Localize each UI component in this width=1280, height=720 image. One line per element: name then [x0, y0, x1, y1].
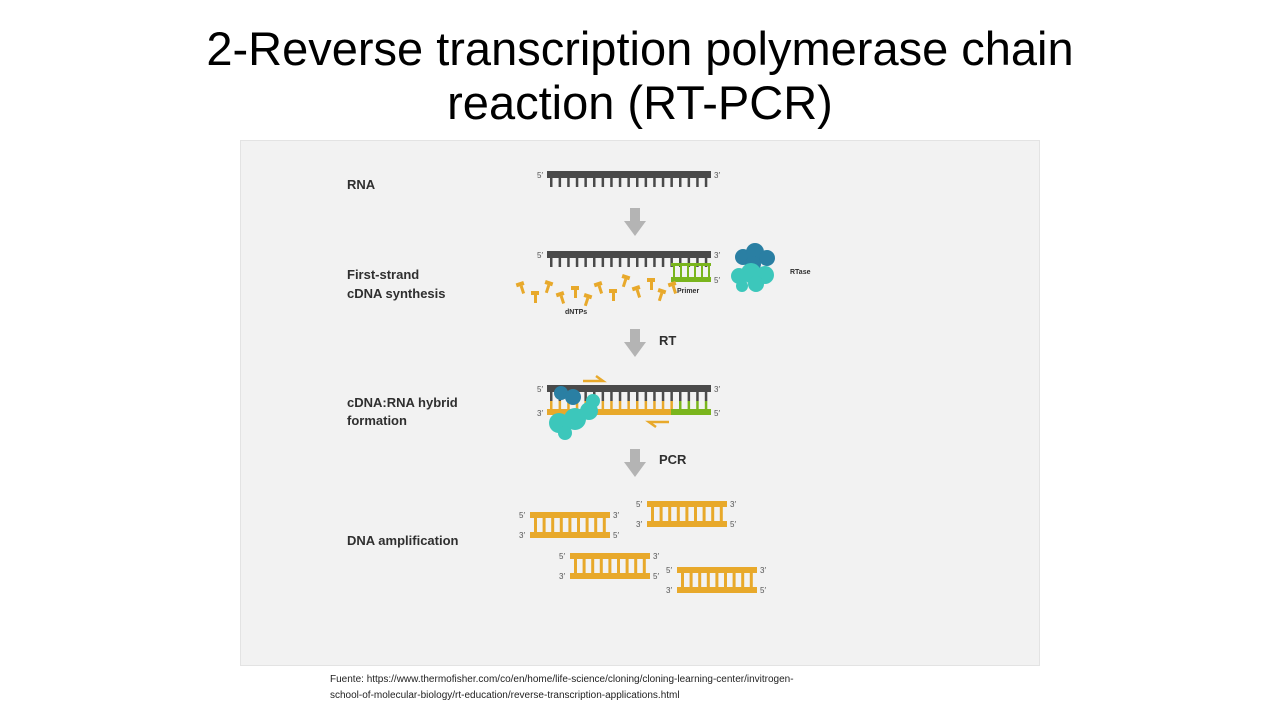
step-label-hybrid-2: formation	[347, 413, 407, 428]
dna-end-label: 5′	[666, 566, 672, 575]
dna-end-label: 3′	[760, 566, 766, 575]
dna-end-label: 5′	[636, 500, 642, 509]
dntp-icon	[609, 289, 617, 301]
slide-title: 2-Reverse transcription polymerase chain…	[0, 22, 1280, 130]
dna-end-label: 5′	[559, 552, 565, 561]
dntp-icon	[621, 274, 631, 288]
rt-pcr-diagram: RNA First-strand cDNA synthesis cDNA:RNA…	[347, 171, 811, 595]
hybrid-3prime-bottom: 3′	[537, 409, 543, 418]
step-label-first-strand-2: cDNA synthesis	[347, 286, 446, 301]
down-arrow-icon	[624, 208, 646, 236]
rna-strand	[547, 171, 711, 187]
rna-5prime-label: 5′	[537, 171, 543, 180]
dntp-icon	[555, 291, 566, 304]
dna-copies-group	[530, 501, 757, 593]
dna-end-label: 3′	[666, 586, 672, 595]
step-label-hybrid-1: cDNA:RNA hybrid	[347, 395, 458, 410]
dntp-icon	[667, 281, 678, 294]
title-line-2: reaction (RT-PCR)	[447, 76, 833, 129]
dna-end-label: 5′	[613, 531, 619, 540]
primer-label: Primer	[677, 288, 699, 295]
step-label-amplification: DNA amplification	[347, 533, 459, 548]
dntp-icon	[515, 281, 526, 294]
rna-strand-step2	[547, 251, 711, 267]
dntp-icon	[571, 286, 579, 298]
hybrid-5prime-bottom: 5′	[714, 409, 720, 418]
dntp-icon	[647, 278, 655, 290]
source-line-1: Fuente: https://www.thermofisher.com/co/…	[330, 674, 794, 685]
source-line-2: school-of-molecular-biology/rt-education…	[330, 690, 680, 701]
dntp-icon	[593, 281, 604, 294]
rna2-3prime-label: 3′	[714, 251, 720, 260]
hybrid-cdna-strand	[547, 401, 711, 415]
dna-end-label: 5′	[730, 520, 736, 529]
dna-copy-icon	[530, 512, 610, 538]
hybrid-5prime-top: 5′	[537, 385, 543, 394]
dna-end-label: 5′	[519, 511, 525, 520]
dna-end-label: 3′	[653, 552, 659, 561]
rtase-bound-icon	[549, 386, 600, 440]
dna-copy-icon	[570, 553, 650, 579]
dna-end-label: 5′	[760, 586, 766, 595]
rt-arrow-label: RT	[659, 333, 676, 348]
dna-copy-icon	[677, 567, 757, 593]
dna-end-label: 3′	[559, 572, 565, 581]
dna-copies-end-labels: 5′ 3′ 3′ 5′ 5′ 3′ 3′ 5′ 5′ 3′ 3′ 5′ 5′ 3′ 3′ 5′	[519, 500, 766, 595]
dntps-label: dNTPs	[565, 309, 587, 316]
primer-5prime-label: 5′	[714, 276, 720, 285]
dntp-icon	[631, 285, 642, 298]
rna-3prime-label: 3′	[714, 171, 720, 180]
rtase-enzyme-icon	[731, 243, 775, 292]
title-line-1: 2-Reverse transcription polymerase chain	[206, 22, 1074, 75]
dntp-icon	[531, 291, 539, 303]
hybrid-3prime-top: 3′	[714, 385, 720, 394]
dntp-icon	[657, 288, 667, 302]
step-label-rna: RNA	[347, 177, 376, 192]
dna-end-label: 5′	[653, 572, 659, 581]
dntps-group	[515, 274, 678, 307]
rt-arrow-icon	[624, 329, 646, 357]
dna-end-label: 3′	[519, 531, 525, 540]
forward-primer-arrow-icon	[583, 374, 607, 383]
step-label-first-strand-1: First-strand	[347, 267, 419, 282]
source-citation: Fuente: https://www.thermofisher.com/co/…	[330, 672, 970, 704]
dntp-icon	[544, 280, 554, 294]
dna-end-label: 3′	[730, 500, 736, 509]
dna-copy-icon	[647, 501, 727, 527]
dna-end-label: 3′	[613, 511, 619, 520]
dna-end-label: 3′	[636, 520, 642, 529]
rt-pcr-figure: RNA First-strand cDNA synthesis cDNA:RNA…	[240, 140, 1040, 666]
pcr-arrow-label: PCR	[659, 452, 687, 467]
rtase-label: RTase	[790, 269, 811, 276]
primer-strand	[671, 263, 711, 282]
dntp-icon	[583, 293, 593, 307]
reverse-primer-arrow-icon	[645, 420, 669, 429]
rna2-5prime-label: 5′	[537, 251, 543, 260]
pcr-arrow-icon	[624, 449, 646, 477]
